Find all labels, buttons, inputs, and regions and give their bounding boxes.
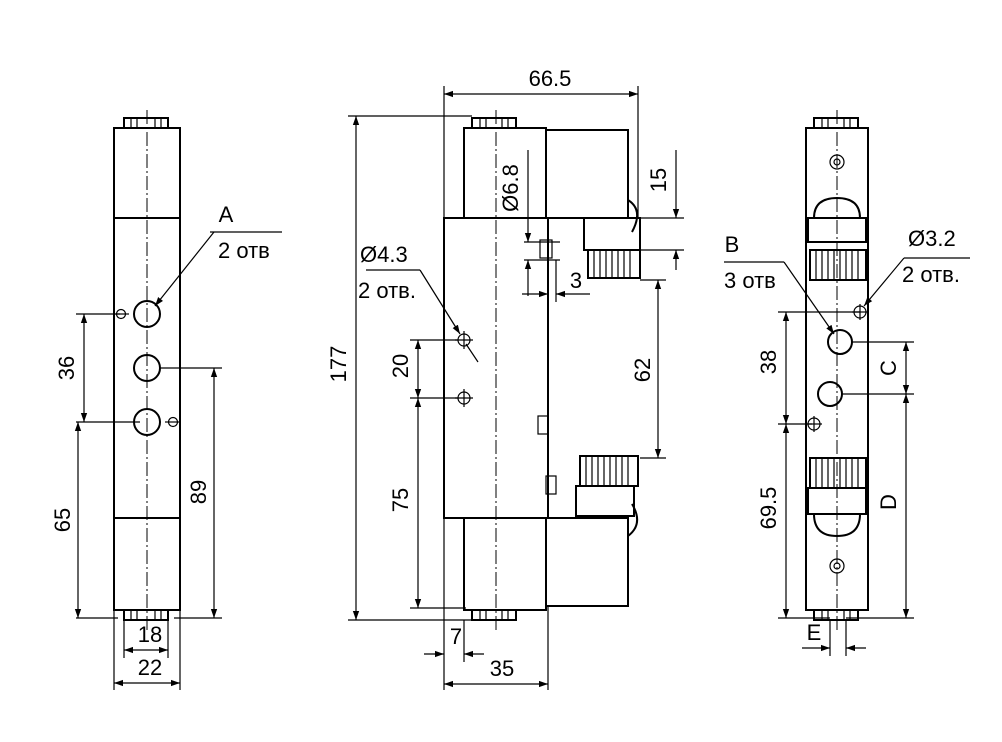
dim-6-8: Ø6.8 <box>498 164 523 212</box>
left-body <box>113 110 181 632</box>
dim-177: 177 <box>326 346 351 383</box>
dim-e: E <box>807 620 822 645</box>
dim-ø4-3: Ø4.3 <box>360 242 408 267</box>
dim-ø4-3-count: 2 отв. <box>358 278 416 303</box>
right-ports <box>806 304 868 432</box>
label-a: A <box>219 202 234 227</box>
dim-d: D <box>876 494 901 510</box>
dim-20: 20 <box>388 354 413 378</box>
label-b-count: 3 отв <box>724 268 776 293</box>
right-body <box>805 110 869 632</box>
dim-66-5: 66.5 <box>529 66 572 91</box>
dim-c: C <box>876 360 901 376</box>
dim-65: 65 <box>50 508 75 532</box>
dim-7: 7 <box>450 624 462 649</box>
left-view: 36 65 89 18 22 A 2 отв <box>50 110 282 690</box>
front-mount-holes <box>455 331 473 407</box>
front-body <box>443 110 639 632</box>
label-b: B <box>725 232 740 257</box>
dim-38: 38 <box>756 350 781 374</box>
dim-69-5: 69.5 <box>756 487 781 530</box>
dim-3: 3 <box>570 268 582 293</box>
dim-62: 62 <box>630 358 655 382</box>
label-a-count: 2 отв <box>218 238 270 263</box>
dim-15: 15 <box>646 168 671 192</box>
right-view: B 3 отв Ø3.2 2 отв. 38 C 69.5 D E <box>724 110 970 656</box>
dim-18: 18 <box>138 622 162 647</box>
dim-36: 36 <box>54 356 79 380</box>
dim-75: 75 <box>388 488 413 512</box>
front-fittings <box>575 217 641 517</box>
dim-22: 22 <box>138 655 162 680</box>
dim-ø3-2-count: 2 отв. <box>902 262 960 287</box>
front-view: 66.5 177 Ø6.8 15 3 Ø4.3 2 отв. 20 62 75 … <box>326 66 684 690</box>
dim-35: 35 <box>490 656 514 681</box>
dim-ø3-2: Ø3.2 <box>908 226 956 251</box>
dim-89: 89 <box>186 480 211 504</box>
